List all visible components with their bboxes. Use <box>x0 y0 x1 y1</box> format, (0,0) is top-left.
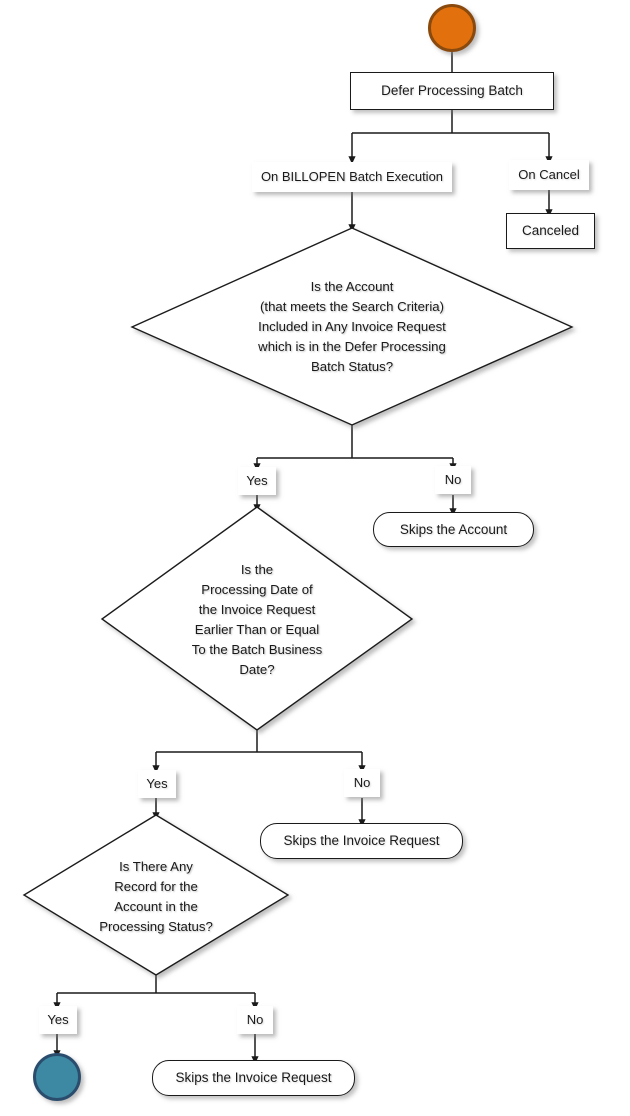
decision-3-shape <box>22 814 290 976</box>
process-skips-the-invoice-request-1[interactable]: Skips the Invoice Request <box>260 823 463 859</box>
process-skips-the-invoice-request-2[interactable]: Skips the Invoice Request <box>152 1060 355 1096</box>
process-skips-the-account[interactable]: Skips the Account <box>373 512 534 547</box>
start-node <box>428 4 476 52</box>
process-defer-processing-batch[interactable]: Defer Processing Batch <box>350 72 554 110</box>
edge-label-decision-1-yes: Yes <box>238 467 276 495</box>
end-node <box>33 1053 81 1101</box>
edge-label-on-cancel: On Cancel <box>509 160 589 190</box>
terminal-canceled[interactable]: Canceled <box>506 213 595 249</box>
edge-label-decision-3-no: No <box>237 1006 273 1034</box>
edge-label-decision-1-no: No <box>435 466 471 494</box>
edge-label-decision-2-no: No <box>344 769 380 797</box>
edge-label-decision-2-yes: Yes <box>138 770 176 798</box>
edge-label-on-billopen-batch-execution: On BILLOPEN Batch Execution <box>252 162 452 192</box>
edge-label-decision-3-yes: Yes <box>39 1006 77 1034</box>
decision-1-shape <box>130 227 574 426</box>
decision-2-shape <box>100 506 414 731</box>
